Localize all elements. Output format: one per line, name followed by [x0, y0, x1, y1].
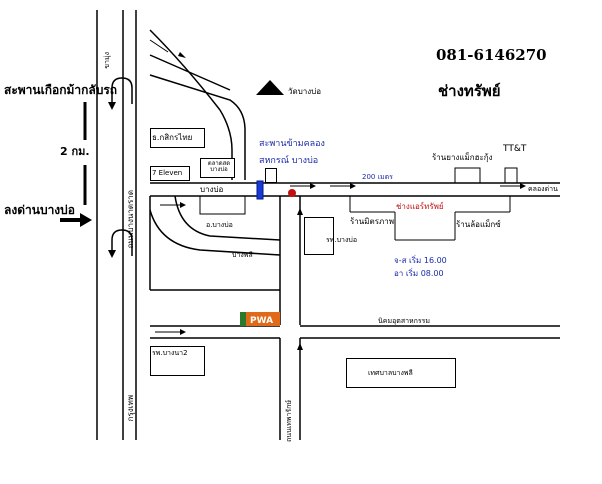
pwa-logo: PWA: [240, 312, 280, 326]
hours-sunday: อา เริ่ม 08.00: [394, 269, 444, 278]
distance-200-label: 200 เมตร: [362, 173, 393, 181]
traffic-light-icon: [288, 189, 296, 197]
repair-shop-label: ช่างแอร์ทรัพย์: [396, 202, 444, 211]
ttt-label: TT&T: [503, 144, 527, 154]
coop-label: สหกรณ์ บางบ่อ: [259, 156, 319, 166]
uturn-bridge-label: สะพานเกือกม้ากลับรถ: [4, 83, 118, 97]
temple-label: วัดบางบ่อ: [288, 87, 322, 96]
shop-name: ช่างทรัพย์: [438, 82, 501, 100]
hospital2-label: รพ.บางนา2: [152, 349, 188, 357]
bangbo-road-label: บางบ่อ: [200, 185, 224, 194]
bridge-across-label: สะพานข้ามคลอง: [259, 139, 325, 149]
kasikorn-label: ธ.กสิกรไทย: [152, 133, 193, 142]
hours-weekday: จ-ส เริ่ม 16.00: [394, 256, 447, 265]
small-shop-label: ตลาดสด บางบ่อ: [207, 160, 231, 173]
seven-eleven-label: 7 Eleven: [152, 169, 183, 177]
seven-eleven-box: [150, 166, 190, 181]
svg-text:PWA: PWA: [250, 316, 273, 326]
bang-phli-label: บางพลี: [232, 251, 253, 259]
road-top-label: ขามุ่ง: [103, 52, 111, 69]
hospital-box: [304, 217, 334, 255]
temple-icon: [256, 80, 284, 95]
coop-box: [265, 168, 277, 183]
district-office-label: อ.บางบ่อ: [206, 221, 233, 229]
left-shop-label: ร้านมิตรภาพ: [350, 217, 395, 226]
hospital2-box: [150, 346, 205, 376]
right-shop-label: ร้านล้อแม็กซ์: [456, 220, 501, 229]
distance-label: 2 กม.: [60, 145, 90, 158]
highway-label: ถนนบางนาตราด: [126, 190, 135, 249]
small-shop-box: [200, 158, 235, 178]
nikhom-label: นิคมอุตสาหกรรม: [378, 317, 431, 325]
clong-dan-label: คลองด่าน: [528, 185, 558, 193]
thepharak-label: ถนนเทพารักษ์: [285, 400, 293, 442]
bridge-marker: [256, 180, 264, 200]
exit-label: ลงด่านบางบ่อ: [4, 203, 75, 217]
tire-shop-label: ร้านยางแม็กฮะกุ้ง: [432, 153, 493, 162]
industrial-label: เทศบาลบางพลี: [368, 369, 413, 377]
kasikorn-box: [150, 128, 205, 148]
industrial-box: [346, 358, 456, 388]
hospital-label: รพ.บางบ่อ: [326, 236, 358, 244]
phone-number: 081-6146270: [436, 46, 547, 64]
bottom-road-label: กรุงเทพ: [126, 395, 135, 422]
